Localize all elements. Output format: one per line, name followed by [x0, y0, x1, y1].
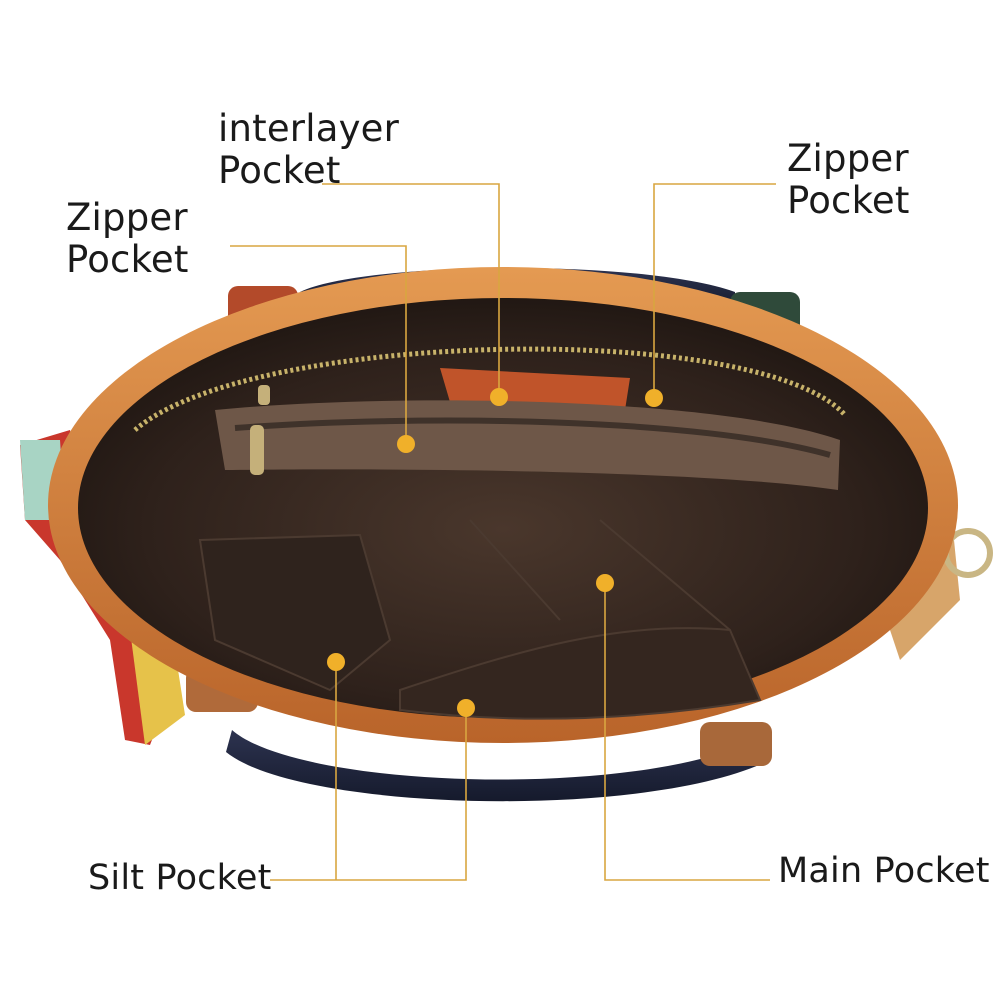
label-silt-pocket: Silt Pocket — [88, 858, 272, 898]
label-line: interlayer — [218, 107, 400, 150]
dot-silt-left — [327, 653, 345, 671]
label-line: Pocket — [218, 149, 341, 192]
slit-pocket-left — [198, 533, 392, 692]
interlayer-tab — [440, 368, 630, 410]
leader-zipper-left — [230, 245, 407, 444]
dot-main — [596, 574, 614, 592]
bottom-handle — [226, 730, 770, 802]
label-zipper-pocket-left: Zipper Pocket — [66, 197, 189, 281]
label-line: Zipper — [66, 196, 188, 239]
leader-lines — [230, 183, 776, 881]
handle-tab-brown — [700, 722, 772, 766]
marker-dots — [327, 388, 663, 717]
label-zipper-pocket-right: Zipper Pocket — [787, 138, 910, 222]
zipper-pull-2 — [258, 385, 270, 405]
label-line: Pocket — [66, 238, 189, 281]
label-main-pocket: Main Pocket — [778, 851, 990, 891]
main-pocket-fold — [469, 519, 731, 631]
dot-zipper-left — [397, 435, 415, 453]
bag-lining — [78, 298, 928, 718]
dot-silt-right — [457, 699, 475, 717]
label-interlayer-pocket: interlayer Pocket — [218, 108, 399, 192]
label-line: Pocket — [787, 179, 910, 222]
leader-zipper-right — [653, 183, 776, 398]
dot-interlayer — [490, 388, 508, 406]
slit-pocket-center — [399, 627, 762, 720]
dot-zipper-right — [645, 389, 663, 407]
top-zipper — [133, 346, 847, 432]
leader-main — [604, 583, 770, 881]
label-line: Zipper — [787, 137, 909, 180]
zipper-pull-1 — [250, 425, 264, 475]
leader-interlayer — [322, 183, 500, 397]
